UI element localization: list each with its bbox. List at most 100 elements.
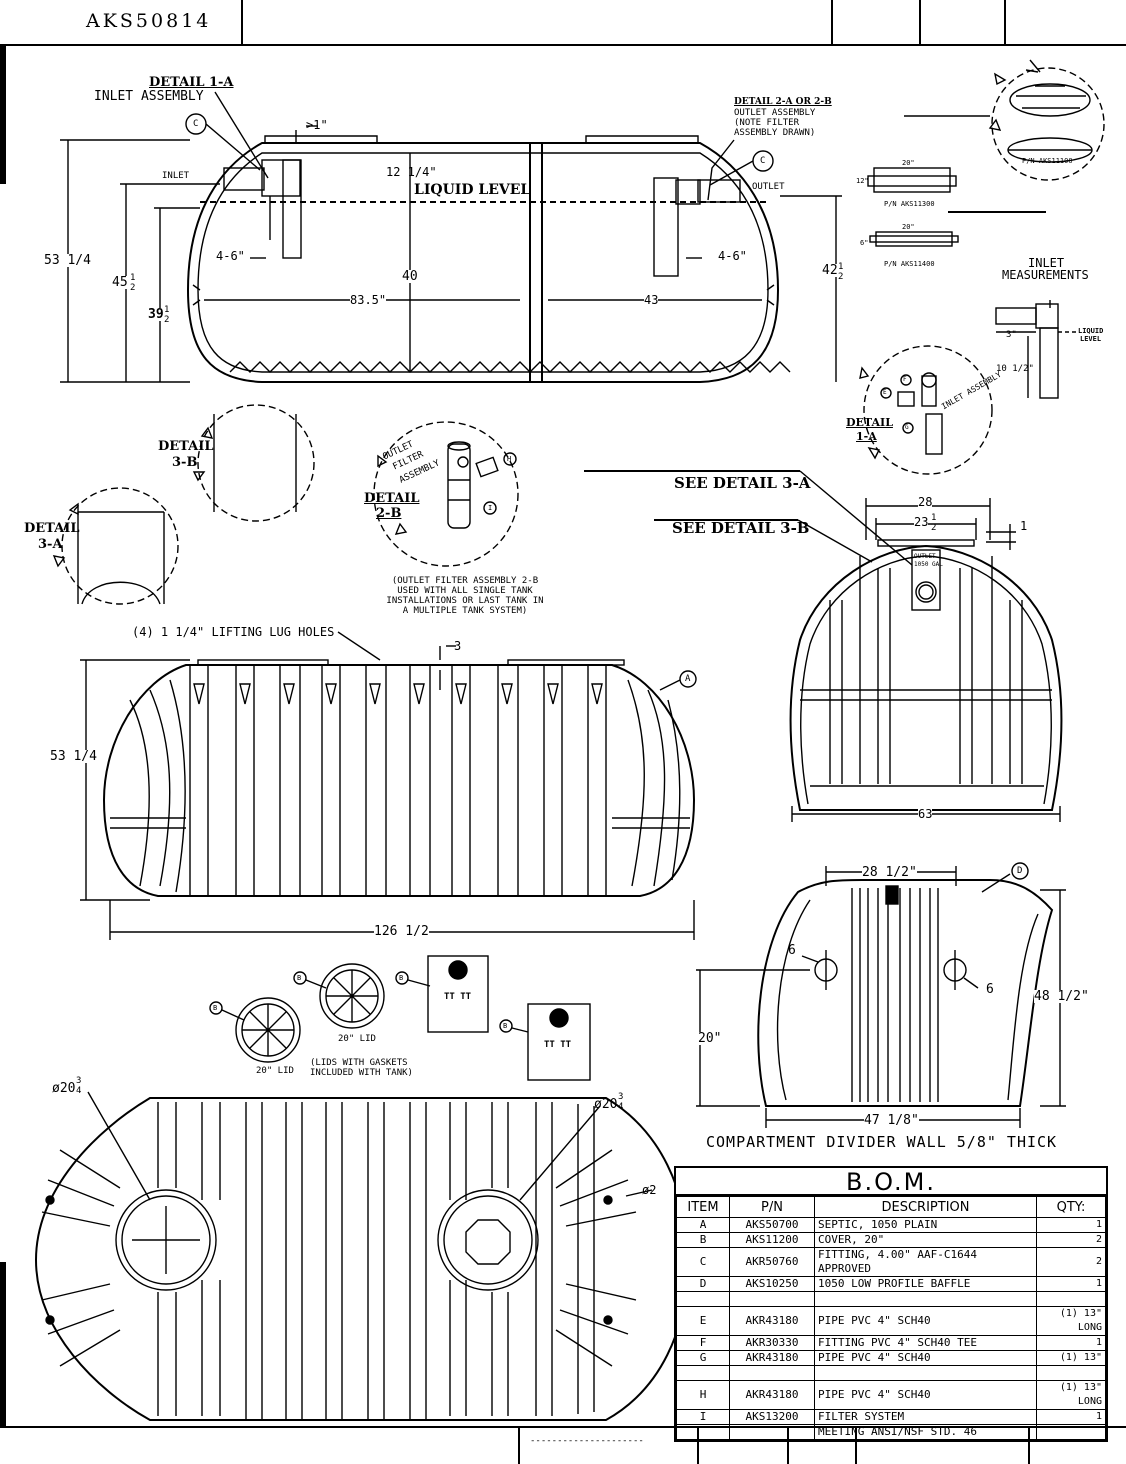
outlet-tag: OUTLET (914, 553, 936, 560)
detail-1a-circle (859, 345, 993, 475)
detail-1a-title: DETAIL (846, 416, 893, 429)
bom-part-number: AKR43180 (729, 1306, 815, 1336)
inlet-label: INLET (162, 171, 190, 181)
bom-item: A (676, 1217, 730, 1233)
hole-height: 20" (698, 1031, 722, 1046)
bom-description (814, 1365, 1037, 1381)
height-dim: 53 1/4 (44, 253, 91, 268)
footer-dashes: --------------------- (530, 1436, 644, 1446)
callout-i: I (488, 504, 493, 512)
bom-description: PIPE PVC 4" SCH40 (814, 1350, 1037, 1366)
bom-title: B.O.M. (676, 1168, 1106, 1196)
bom-description: FILTER SYSTEM (814, 1409, 1037, 1425)
filter-note: USED WITH ALL SINGLE TANK (397, 586, 533, 596)
front-view (80, 631, 696, 940)
bom-qty: 1 (1036, 1276, 1106, 1292)
inlet-meas-title: MEASUREMENTS (1002, 268, 1089, 282)
bom-item: C (676, 1247, 730, 1277)
detail-3b-circle (192, 404, 315, 522)
inlet-height-dim: 45 (112, 275, 128, 290)
detail-3b-title: 3-B (172, 455, 198, 470)
bom-qty: (1) 13" (1036, 1350, 1106, 1366)
bom-qty (1036, 1424, 1106, 1440)
footer-cell (855, 1428, 857, 1464)
divider-height: 48 1/2" (1034, 989, 1089, 1004)
lid-height: 6" (860, 239, 869, 247)
edge-mark (0, 1262, 6, 1426)
bom-description: 1050 LOW PROFILE BAFFLE (814, 1276, 1037, 1292)
callout-b: B (399, 974, 404, 982)
drawing-number: AKS50814 (86, 10, 212, 32)
lid-caption: 20" LID (256, 1066, 294, 1076)
half-num: 1 (130, 273, 136, 283)
bom-description: PIPE PVC 4" SCH40 (814, 1306, 1037, 1336)
filter-note: (OUTLET FILTER ASSEMBLY 2-B (391, 576, 539, 586)
inlet-offset: 3" (1006, 330, 1017, 340)
detail-3b-title: DETAIL (158, 439, 214, 454)
liquid-level-label: LIQUID LEVEL (414, 182, 531, 198)
bom-header: P/N (729, 1196, 815, 1218)
end-view (789, 498, 1063, 822)
bom-row (676, 1365, 1106, 1381)
see-detail-3b: SEE DETAIL 3-B (672, 519, 810, 537)
bom-part-number: AKR43180 (729, 1380, 815, 1410)
end-view-base: 63 (918, 807, 933, 821)
end-view-width: 28 (918, 495, 933, 509)
bom-header: QTY: (1036, 1196, 1106, 1218)
bom-part-number: AKR43180 (729, 1350, 815, 1366)
liquid-label: LIQUID (1078, 327, 1104, 335)
detail-1a-title: 1-A (856, 430, 877, 443)
detail-3a-title: 3-A (38, 537, 63, 552)
footer-cell (1028, 1428, 1030, 1464)
callout-g: G (905, 424, 909, 431)
bom-item (676, 1291, 730, 1307)
divider-wall (696, 866, 1066, 1128)
bom-qty (1036, 1291, 1106, 1307)
note-filter-label: (NOTE FILTER (734, 118, 800, 128)
half-num: 1 (931, 513, 937, 523)
inlet-baffle-dim: 4-6" (216, 249, 245, 263)
bom-description: MEETING ANSI/NSF STD. 46 (814, 1424, 1037, 1440)
detail-2b-title: 2-B (376, 506, 402, 521)
bom-description: FITTING PVC 4" SCH40 TEE (814, 1335, 1037, 1351)
half-den: 2 (931, 523, 937, 533)
callout-b: B (503, 1022, 508, 1030)
lid-card-text: TT TT (444, 992, 472, 1002)
bom-item: D (676, 1276, 730, 1292)
frac-den: 4 (618, 1102, 624, 1112)
lid-pictures (209, 955, 591, 1081)
inlet-measurements (995, 300, 1078, 399)
frac-num: 3 (618, 1092, 624, 1102)
bom-part-number: AKS50700 (729, 1217, 815, 1233)
callout-b: B (213, 1004, 218, 1012)
mid-dim: 40 (402, 269, 418, 284)
top-dim: 12 1/4" (386, 165, 437, 179)
callout-h: H (507, 455, 512, 463)
callout-f: F (903, 376, 907, 383)
divider-base: 47 1/8" (864, 1113, 919, 1128)
level-label: LEVEL (1080, 335, 1102, 343)
footer-cell (697, 1428, 699, 1464)
outlet-tag: 1050 GAL (914, 561, 943, 568)
callout-d: D (1017, 866, 1023, 876)
title-cell (919, 0, 921, 44)
inlet-meas-title: INLET (1028, 256, 1065, 270)
detail-2b-title: DETAIL (364, 491, 420, 506)
bom-part-number: AKR30330 (729, 1335, 815, 1351)
lid-caption: 20" LID (338, 1034, 376, 1044)
bom-qty: (1) 13" LONG (1036, 1380, 1106, 1410)
bom-item: H (676, 1380, 730, 1410)
detail-2-heading: DETAIL 2-A OR 2-B (734, 97, 832, 107)
outlet-baffle-dim: 4-6" (718, 249, 747, 263)
bom-part-number: AKR50760 (729, 1247, 815, 1277)
inlet-assembly-label: INLET ASSEMBLY (94, 89, 204, 104)
bom-part-number: AKS10250 (729, 1276, 815, 1292)
